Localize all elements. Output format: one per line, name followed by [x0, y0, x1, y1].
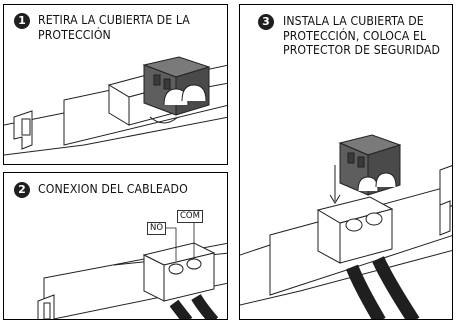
step-3-title: INSTALA LA CUBIERTA DE PROTECCIÓN, COLOC… — [283, 14, 441, 57]
step-1-panel: 1 RETIRA LA CUBIERTA DE LA PROTECCIÓN — [3, 4, 228, 165]
protection-cover — [142, 56, 211, 124]
step-1-illustration — [4, 56, 227, 156]
com-terminal-label: COM — [177, 210, 203, 223]
step-2-number-badge: 2 — [14, 182, 30, 198]
down-arrow-icon — [329, 165, 341, 204]
step-2-title: CONEXION DEL CABLEADO — [38, 182, 188, 196]
no-terminal-label: NO — [147, 222, 167, 235]
step-3-panel: 3 INSTALA LA CUBIERTA DE PROTECCIÓN, COL… — [239, 4, 453, 320]
step-2-panel: 2 CONEXION DEL CABLEADO NO COM — [3, 172, 228, 320]
step-3-number-badge: 3 — [258, 14, 274, 30]
step-1-number-badge: 1 — [14, 13, 30, 29]
din-clip — [13, 110, 33, 150]
step-3-illustration — [240, 134, 452, 319]
step-2-illustration — [37, 221, 227, 319]
protection-cover — [338, 134, 402, 196]
step-1-title: RETIRA LA CUBIERTA DE LA PROTECCIÓN — [38, 13, 190, 42]
